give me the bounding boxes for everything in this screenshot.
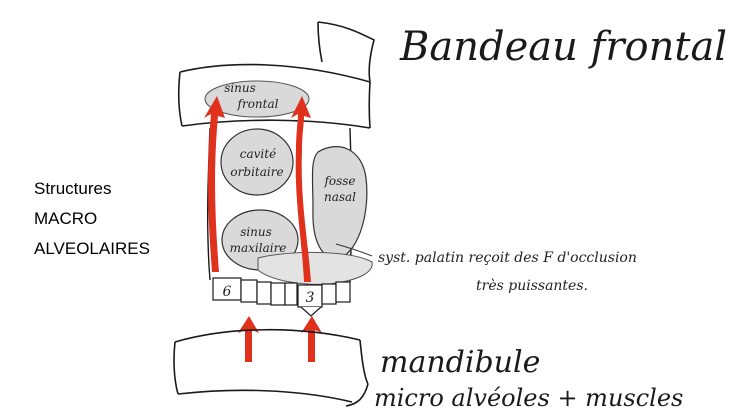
cavite-orbitaire-shape bbox=[220, 128, 294, 196]
sinus-frontal-shape bbox=[204, 80, 310, 118]
sinus-max-line2: maxilaire bbox=[230, 241, 287, 255]
teeth-row bbox=[212, 277, 351, 317]
frontal-band bbox=[177, 21, 375, 129]
fosse-line2: nasal bbox=[324, 190, 356, 204]
micro-alveoles-label: micro alvéoles + muscles bbox=[374, 384, 683, 412]
left-structures-label: Structures MACRO ALVEOLAIRES bbox=[34, 174, 150, 264]
left-label-line3: ALVEOLAIRES bbox=[34, 239, 150, 258]
cavite-line2: orbitaire bbox=[230, 165, 283, 179]
tooth-3-label: 3 bbox=[306, 290, 315, 306]
bandeau-frontal-label: Bandeau frontal bbox=[399, 24, 727, 70]
left-label-line2: MACRO bbox=[34, 209, 98, 228]
force-arrows bbox=[204, 96, 322, 362]
palate-shape bbox=[257, 251, 373, 285]
sinus-max-line1: sinus bbox=[240, 225, 272, 239]
sinus-frontal-line1: sinus bbox=[224, 81, 256, 95]
arrow-left-lower bbox=[238, 316, 259, 362]
syst-palatin-line2: très puissantes. bbox=[476, 278, 588, 294]
tooth-6-label: 6 bbox=[223, 284, 232, 300]
arrow-right-lower bbox=[301, 316, 322, 362]
mandibule-label: mandibule bbox=[380, 345, 540, 380]
left-label-line1: Structures bbox=[34, 179, 112, 198]
palatin-leader bbox=[335, 243, 373, 257]
fosse-line1: fosse bbox=[323, 174, 355, 188]
mandible-band bbox=[173, 328, 369, 407]
arrow-left-upper bbox=[204, 96, 225, 272]
cavite-line1: cavité bbox=[240, 147, 276, 161]
arrow-right-upper bbox=[291, 96, 311, 282]
sinus-frontal-line2: frontal bbox=[237, 97, 279, 111]
syst-palatin-line1: syst. palatin reçoit des F d'occlusion bbox=[378, 250, 637, 266]
